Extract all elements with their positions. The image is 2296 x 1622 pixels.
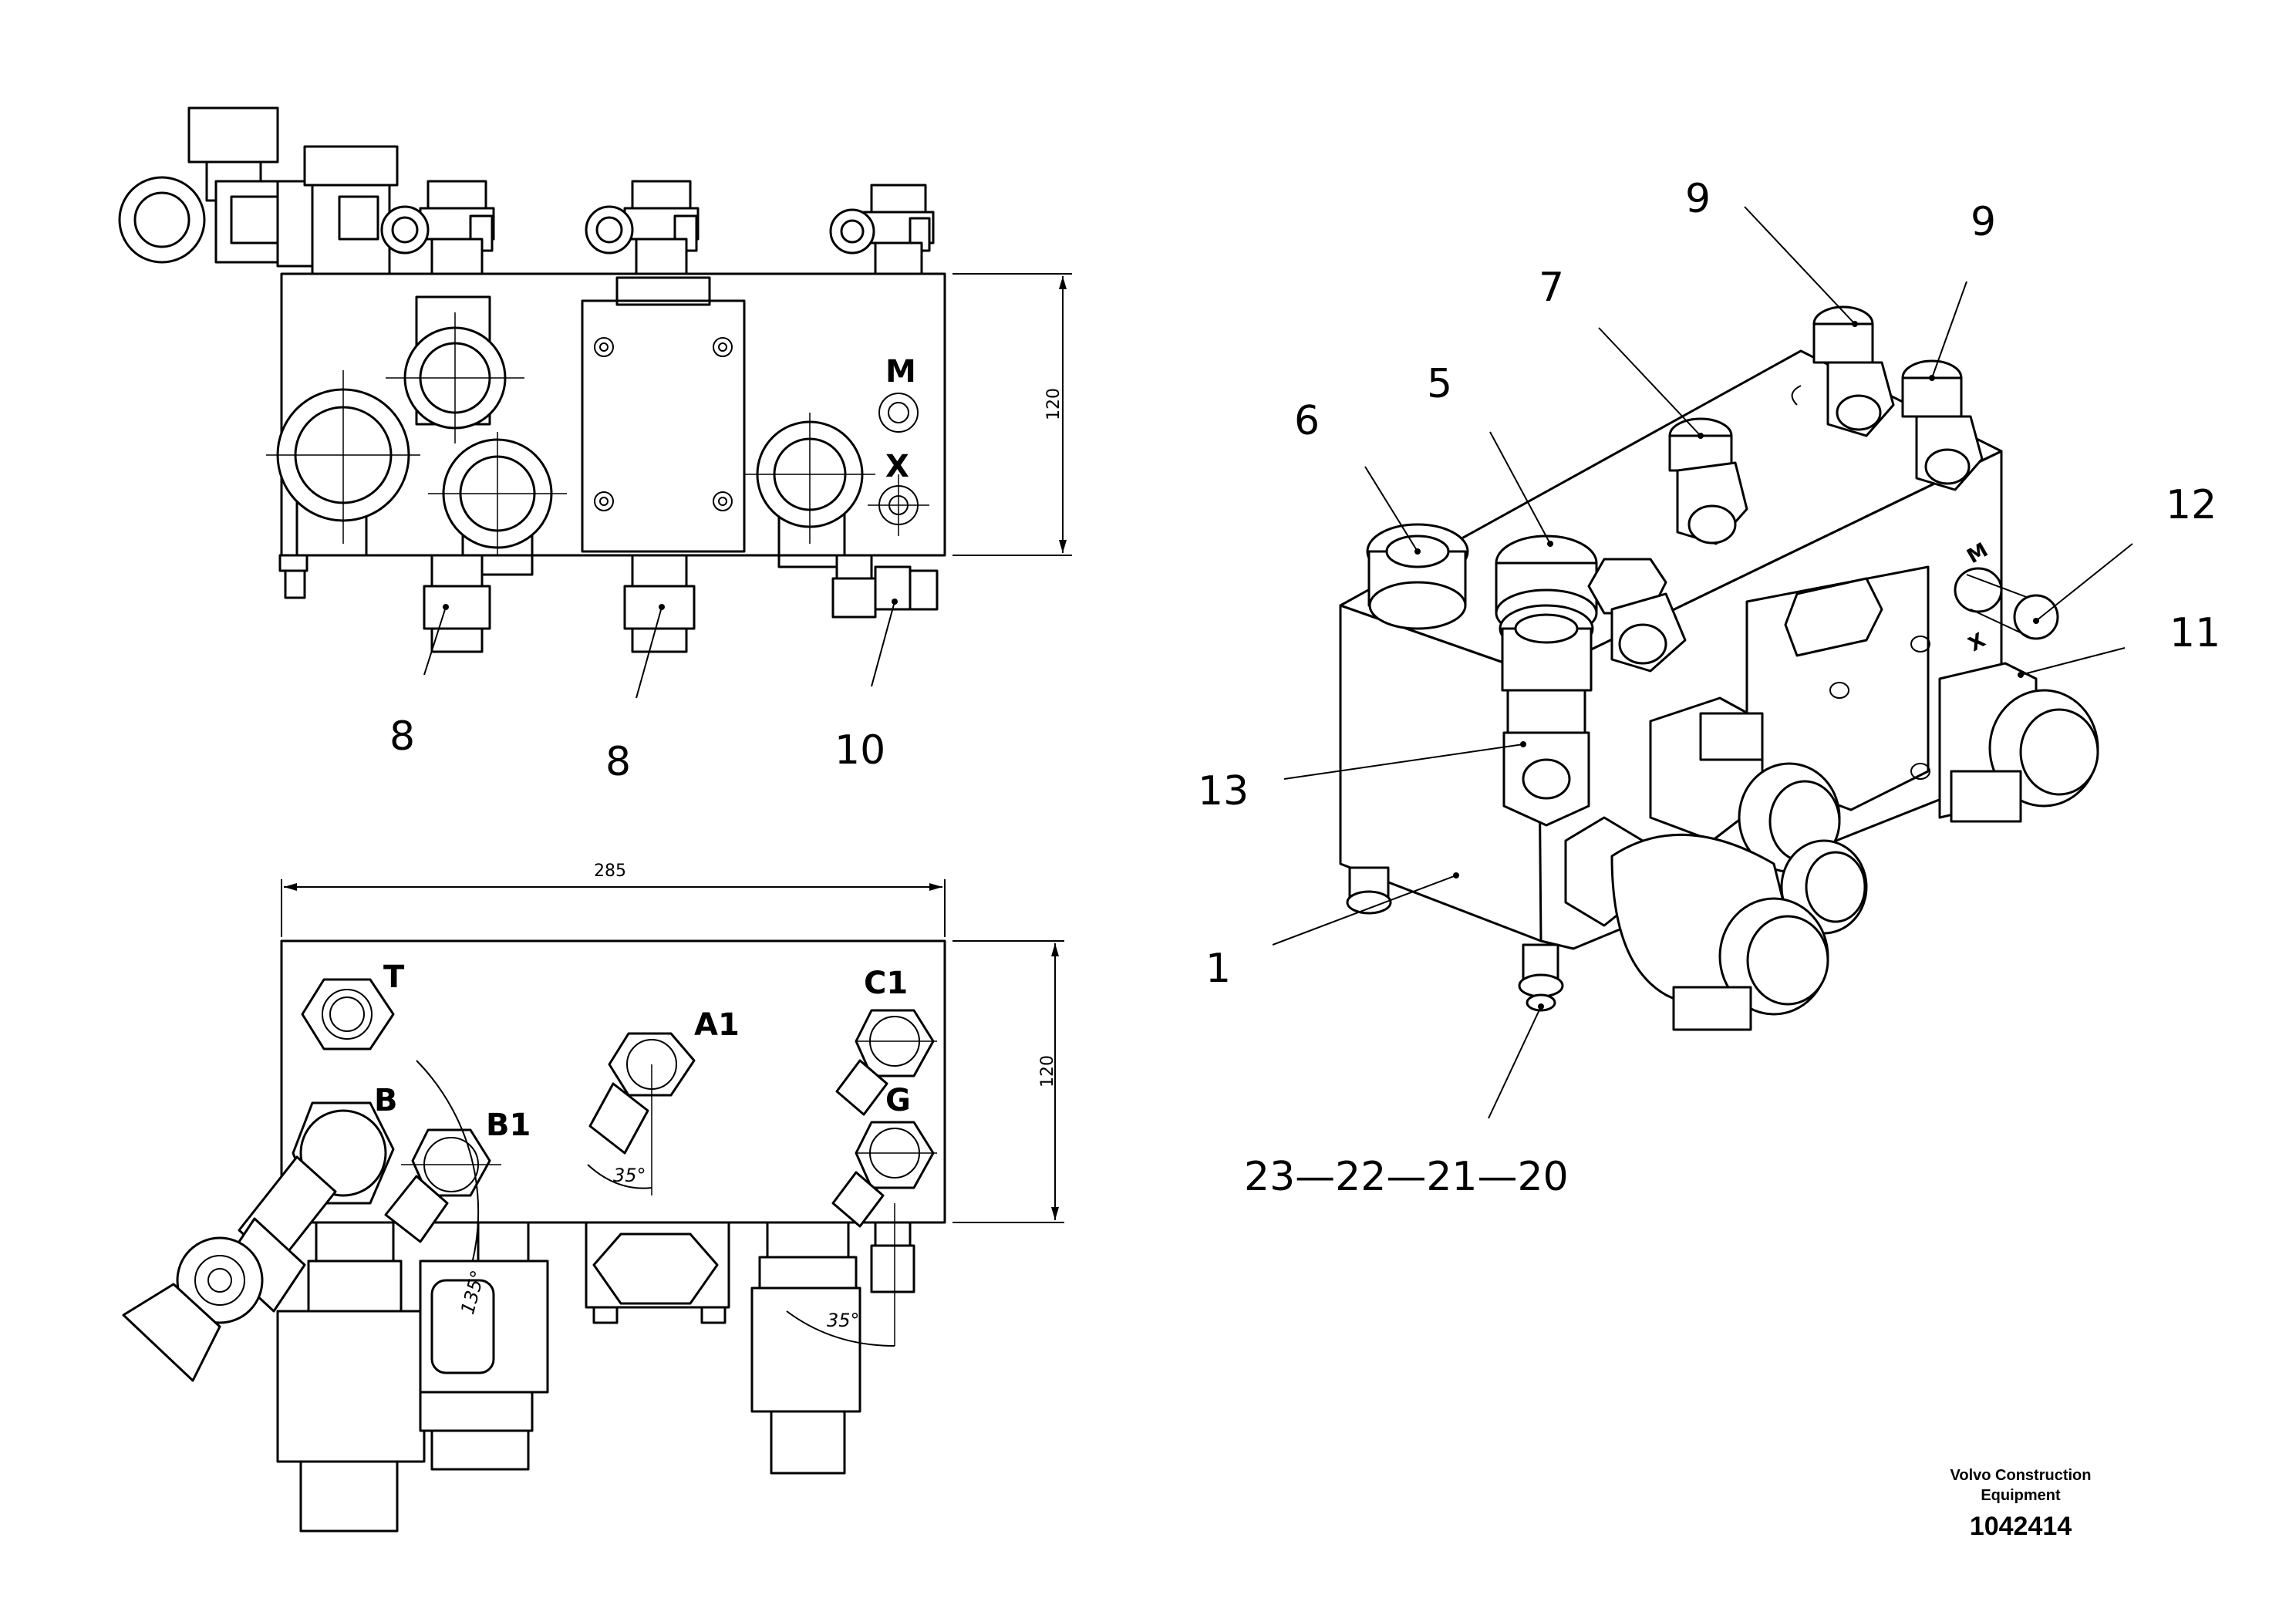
bottom-fittings bbox=[278, 554, 939, 653]
port-label-x: X bbox=[885, 449, 909, 484]
company-line-2: Equipment bbox=[1981, 1487, 2061, 1504]
dim-height-front-120: 120 bbox=[1044, 388, 1064, 420]
front-view bbox=[118, 106, 1072, 699]
callout-12: 12 bbox=[2166, 482, 2217, 528]
callout-1: 1 bbox=[1205, 946, 1231, 992]
callout-6: 6 bbox=[1294, 398, 1320, 444]
front-ports bbox=[266, 295, 875, 576]
port-label-c1: C1 bbox=[864, 966, 908, 1001]
callout-10: 10 bbox=[834, 727, 885, 774]
top-view bbox=[122, 879, 1064, 1533]
callout-5: 5 bbox=[1427, 361, 1452, 407]
iso-port-label-m: M bbox=[1964, 538, 1992, 568]
front-cartridge-plate bbox=[581, 276, 746, 553]
port-label-g: G bbox=[885, 1083, 911, 1118]
port-label-b1: B1 bbox=[486, 1108, 531, 1143]
company-name: Volvo Construction Equipment bbox=[1905, 1465, 2136, 1506]
port-labels: M X T A1 C1 G B B1 M X bbox=[374, 354, 1992, 1143]
top-view-solenoids bbox=[276, 1221, 915, 1533]
angle-g-35: 35° bbox=[827, 1310, 860, 1331]
company-line-1: Volvo Construction bbox=[1950, 1467, 2092, 1484]
callout-9-right: 9 bbox=[1971, 199, 1996, 245]
port-label-m: M bbox=[885, 354, 916, 389]
dim-width-285: 285 bbox=[594, 862, 626, 881]
iso-cartridges bbox=[1346, 565, 2099, 1031]
port-label-b: B bbox=[374, 1083, 398, 1118]
port-label-a1: A1 bbox=[694, 1007, 740, 1043]
callout-23-22-21-20: 23—22—21—20 bbox=[1244, 1154, 1569, 1200]
callout-8-center: 8 bbox=[605, 739, 631, 785]
iso-port-label-x: X bbox=[1964, 629, 1989, 656]
angle-a1-35: 35° bbox=[613, 1165, 646, 1186]
callout-labels: 8 8 10 9 9 7 5 6 12 11 13 1 23—22—21—20 bbox=[389, 176, 2220, 1200]
callout-8-left: 8 bbox=[389, 713, 415, 760]
drawing-number: 1042414 bbox=[1969, 1512, 2072, 1541]
callout-7: 7 bbox=[1539, 265, 1564, 311]
top-fittings bbox=[118, 106, 935, 275]
callout-13: 13 bbox=[1198, 768, 1249, 814]
iso-top-fittings bbox=[1366, 305, 1984, 827]
callout-11: 11 bbox=[2170, 610, 2220, 656]
callout-9-left: 9 bbox=[1685, 176, 1711, 222]
dimension-labels: 285 120 120 35° 135° 35° bbox=[457, 388, 1064, 1331]
port-label-t: T bbox=[383, 959, 405, 995]
isometric-view bbox=[1272, 206, 2133, 1119]
dim-height-top-120: 120 bbox=[1038, 1055, 1057, 1088]
